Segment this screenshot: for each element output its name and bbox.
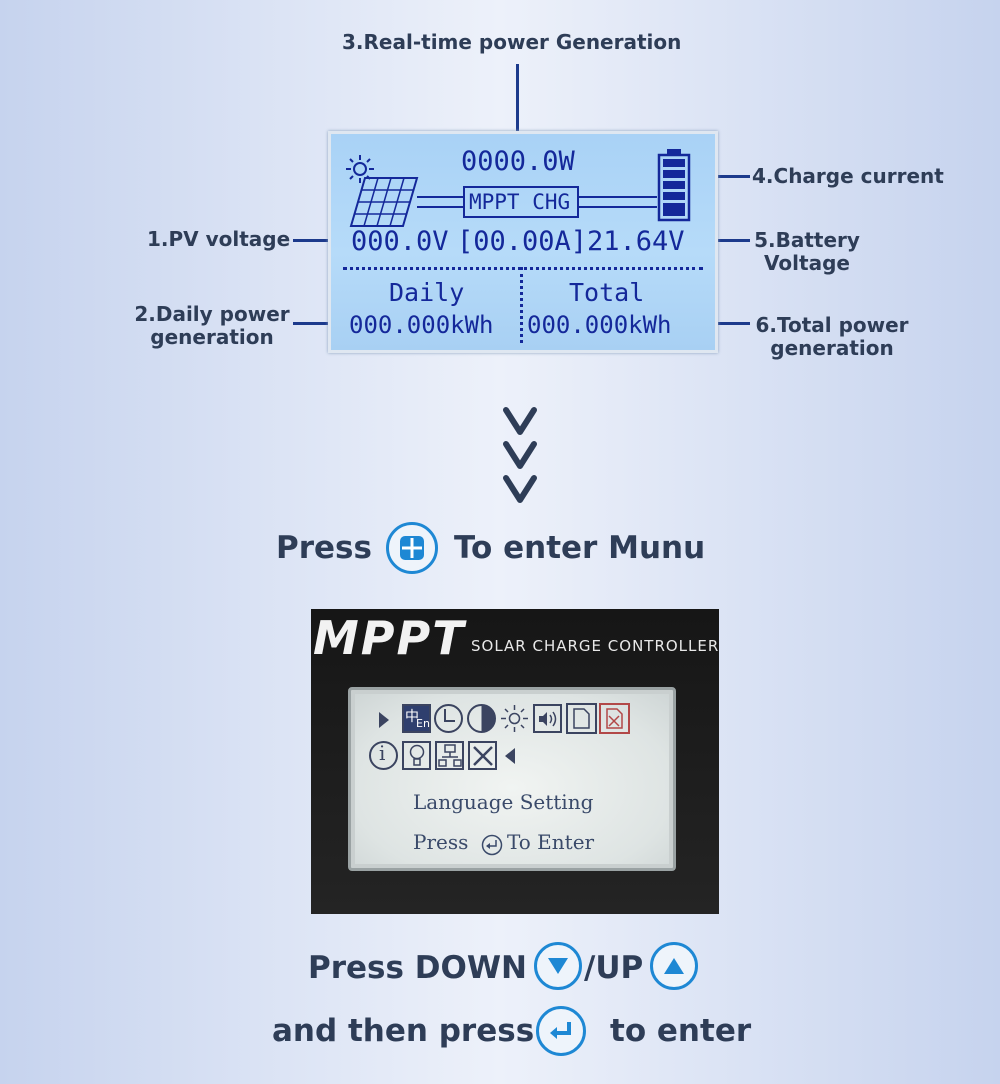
solar-panel-icon bbox=[349, 177, 419, 227]
daily-generation-value: 000.000kWh bbox=[349, 311, 494, 339]
battery-link-line-top bbox=[579, 196, 657, 198]
clock-icon[interactable] bbox=[433, 703, 464, 734]
down-button-icon bbox=[548, 958, 568, 974]
divider-vertical bbox=[520, 267, 523, 343]
total-generation-value: 000.000kWh bbox=[527, 311, 672, 339]
enter-key-icon bbox=[481, 834, 503, 856]
battery-voltage-value: 21.64V bbox=[587, 226, 685, 257]
menu-button-icon bbox=[400, 536, 424, 560]
callout-realtime-power: 3.Real-time power Generation bbox=[342, 30, 682, 54]
step2-and-then-text: and then press bbox=[272, 1013, 535, 1049]
contrast-icon[interactable] bbox=[466, 703, 497, 734]
enter-button[interactable] bbox=[536, 1006, 586, 1056]
menu-hint-press: Press bbox=[413, 830, 469, 854]
menu-item-title: Language Setting bbox=[413, 790, 594, 814]
down-button[interactable] bbox=[534, 942, 582, 990]
battery-icon bbox=[657, 149, 691, 222]
menu-button[interactable] bbox=[386, 522, 438, 574]
realtime-power-value: 0000.0W bbox=[461, 146, 575, 177]
up-button[interactable] bbox=[650, 942, 698, 990]
language-icon[interactable]: 中 En bbox=[402, 704, 431, 733]
callout-line-battery bbox=[690, 239, 750, 242]
callout-daily-generation: 2.Daily power generation bbox=[134, 303, 290, 349]
step2-up-text: /UP bbox=[584, 950, 644, 986]
controller-front-panel: MPPT SOLAR CHARGE CONTROLLER 中 En i Lang… bbox=[311, 609, 719, 914]
pv-voltage-value: 000.0V bbox=[351, 226, 449, 257]
main-status-display: 0000.0W MPPT CHG 000.0V [00.00A] 21.64V … bbox=[328, 131, 718, 353]
menu-hint-to-enter: To Enter bbox=[507, 830, 595, 854]
callout-pv-voltage: 1.PV voltage bbox=[147, 227, 291, 251]
callout-daily-line1: 2.Daily power bbox=[134, 302, 290, 326]
divider-horizontal bbox=[343, 267, 703, 270]
backlight-icon[interactable] bbox=[499, 703, 530, 734]
network-glyph bbox=[438, 744, 462, 767]
charge-mode-label: MPPT CHG bbox=[469, 190, 571, 214]
language-icon-english: En bbox=[416, 717, 430, 730]
pv-link-line-bottom bbox=[417, 206, 463, 208]
callout-total-generation: 6.Total power generation bbox=[752, 314, 912, 360]
tools-glyph bbox=[473, 746, 493, 766]
clear-data-icon[interactable] bbox=[599, 703, 630, 734]
brand-subtitle: SOLAR CHARGE CONTROLLER bbox=[471, 637, 719, 655]
callout-total-line1: 6.Total power bbox=[755, 313, 909, 337]
brand-logo: MPPT bbox=[313, 611, 466, 665]
step1-press-text: Press bbox=[276, 530, 372, 566]
up-button-icon bbox=[664, 958, 684, 974]
callout-battery-line2: Voltage bbox=[764, 251, 850, 275]
step2-press-down-text: Press DOWN bbox=[308, 950, 527, 986]
callout-line-total bbox=[690, 322, 750, 325]
daily-label: Daily bbox=[389, 278, 465, 307]
callout-charge-current: 4.Charge current bbox=[752, 164, 944, 188]
tools-icon[interactable] bbox=[468, 741, 497, 770]
menu-display: 中 En i Language Setting Press To Enter bbox=[348, 687, 676, 871]
document-icon[interactable] bbox=[566, 703, 597, 734]
callout-battery-voltage: 5.Battery Voltage bbox=[752, 229, 862, 275]
mode-box bbox=[463, 186, 579, 218]
enter-button-icon bbox=[550, 1022, 571, 1039]
total-label: Total bbox=[569, 278, 645, 307]
cursor-left-icon bbox=[505, 748, 515, 764]
light-bulb-icon[interactable] bbox=[402, 741, 431, 770]
language-icon-chinese: 中 bbox=[405, 709, 419, 725]
speaker-glyph bbox=[539, 711, 557, 727]
step2-to-enter-text: to enter bbox=[610, 1013, 752, 1049]
chevron-down-icon bbox=[503, 407, 537, 503]
info-circle-icon[interactable] bbox=[368, 740, 399, 771]
callout-line-realtime bbox=[516, 64, 519, 152]
callout-total-line2: generation bbox=[770, 336, 894, 360]
sound-icon[interactable] bbox=[533, 704, 562, 733]
pv-link-line-top bbox=[417, 196, 463, 198]
info-icon: i bbox=[379, 741, 386, 765]
cursor-right-icon bbox=[379, 712, 389, 728]
network-icon[interactable] bbox=[435, 741, 464, 770]
callout-daily-line2: generation bbox=[150, 325, 274, 349]
charge-current-value: [00.00A] bbox=[457, 226, 588, 257]
callout-line-daily bbox=[293, 322, 353, 325]
bulb-glyph bbox=[409, 744, 425, 766]
battery-link-line-bottom bbox=[579, 206, 657, 208]
step1-to-enter-text: To enter Munu bbox=[454, 530, 706, 566]
callout-battery-line1: 5.Battery bbox=[754, 228, 860, 252]
sun-icon bbox=[346, 155, 374, 183]
callout-line-pv bbox=[293, 239, 353, 242]
